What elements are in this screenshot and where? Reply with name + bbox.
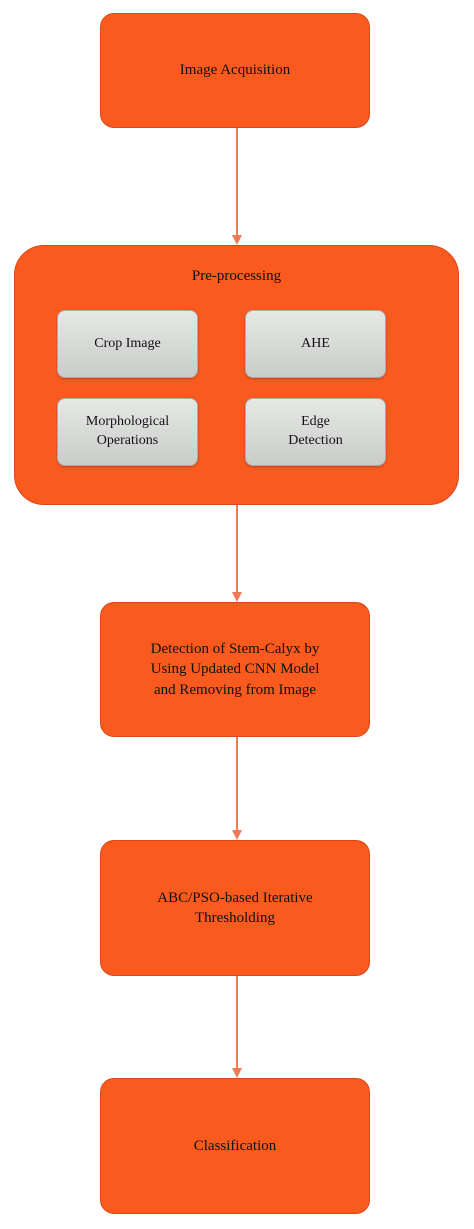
crop-image-box: Crop Image: [57, 310, 198, 378]
classification-label: Classification: [193, 1137, 277, 1154]
morphological-operations-box: Morphological Operations: [57, 398, 198, 466]
classification-box: Classification: [100, 1078, 370, 1214]
edge-detection-box: Edge Detection: [245, 398, 386, 466]
ahe-label: AHE: [301, 335, 330, 351]
morphological-operations-label: Morphological Operations: [85, 414, 170, 448]
ahe-box: AHE: [245, 310, 386, 378]
detection-box: Detection of Stem-Calyx by Using Updated…: [100, 602, 370, 737]
thresholding-box: ABC/PSO-based Iterative Thresholding: [100, 840, 370, 976]
thresholding-label: ABC/PSO-based Iterative Thresholding: [157, 889, 313, 926]
preprocessing-title: Pre-processing: [191, 268, 282, 284]
crop-image-label: Crop Image: [94, 335, 161, 351]
image-acquisition-box: Image Acquisition: [100, 13, 370, 128]
image-acquisition-label: Image Acquisition: [179, 62, 291, 79]
detection-label: Detection of Stem-Calyx by Using Updated…: [150, 641, 320, 698]
edge-detection-label: Edge Detection: [288, 414, 343, 448]
